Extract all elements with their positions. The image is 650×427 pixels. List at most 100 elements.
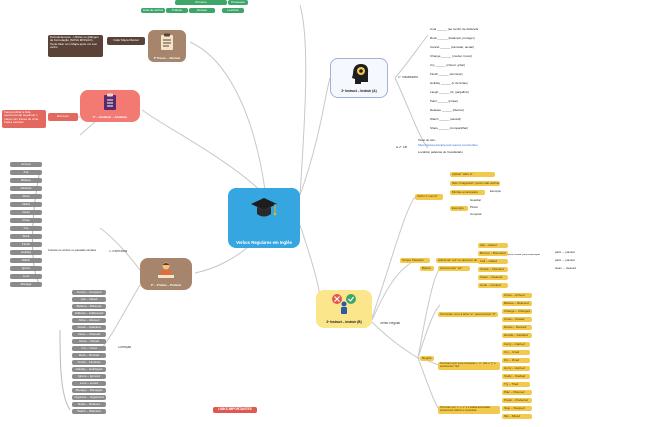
basic-verb: Ask – Asked — [478, 243, 508, 248]
verbo-f-item: Aplicar "abrir a" — [450, 172, 495, 177]
top-tag-revisar[interactable]: Revisar — [189, 8, 215, 13]
tempo-desc: Adicionar "ed" no decorrer do verbo — [436, 258, 488, 263]
e-verb: Change – Changed — [502, 309, 532, 314]
praticar-node[interactable]: 3º – Pratice – Praticar — [140, 258, 192, 290]
tempo-pair: paint → painted — [555, 259, 575, 262]
basic-verb: Check – Checked — [478, 267, 508, 272]
correcao-label: Correção — [118, 346, 132, 349]
y-verb: Cry – Cried — [502, 350, 530, 355]
termina-cvc-node: Terminam por "c, v, c" e o sílaba acentu… — [438, 406, 500, 414]
instruir-b-node[interactable]: 2º Instruct – Instruir (B) — [316, 290, 372, 328]
revisar-link[interactable]: Falar Mapa Mental — [107, 37, 145, 45]
vocab-item: Cry ______ (chorar, gritar) — [430, 64, 466, 67]
links-importantes-badge[interactable]: LINKS IMPORTANTES — [213, 407, 257, 413]
vocab-item: Change ______ (mudar, trocar) — [430, 55, 472, 58]
vocab-item: Paint ______ (pintar) — [430, 100, 459, 103]
e-verb: Decide – Decided — [502, 333, 532, 338]
exercicios-label: 1. Exercícios — [109, 250, 128, 253]
revisar-title: 5º Passo – Revisar — [153, 56, 181, 60]
exercicios-instruction: Colocar os verbos no passado simples — [48, 249, 97, 252]
correction-item: Cry – Cried — [72, 346, 106, 351]
verbo-f-item: Não "imaginário" porém são verbos — [450, 181, 500, 186]
exercise-verb: Attack — [10, 202, 42, 207]
correction-item: Manage – Managed — [72, 388, 106, 393]
instruir-a-node[interactable]: 2º Instruct – Instruir (A) — [330, 58, 388, 98]
verbo-f-node: Verbo F como? — [415, 194, 443, 200]
cvc-verb: Mix – Mixed — [502, 414, 532, 419]
exercise-verb: Love — [10, 274, 42, 279]
ler-item: Texto do site: — [418, 139, 436, 142]
verbo-f-item: Minhas enunciados — [450, 190, 485, 195]
exercise-verb: Manage — [10, 282, 42, 287]
center-node[interactable]: Verbos Regulares em Inglês — [228, 188, 300, 248]
student-study-icon — [158, 262, 174, 278]
exercise-verb: Cry — [10, 226, 42, 231]
instruir-a-title: 2º Instruct – Instruir (A) — [341, 88, 377, 93]
e-verb: Believe – Believed — [502, 301, 532, 306]
atualizar-link[interactable]: Escrever — [48, 113, 78, 121]
correction-item: Love – Loved — [72, 381, 106, 386]
revisar-note: Periodicamente - Utilizar os diálogos de… — [48, 35, 103, 57]
vocab-item: Ama ______ (ao sentir) de distância — [430, 28, 479, 31]
head-brain-icon — [352, 64, 369, 84]
atualizar-node[interactable]: 4º – Atualizar – Atualizar — [80, 90, 140, 122]
basic-verb: Cook – Cooked — [478, 283, 508, 288]
correction-item: Organize – Organized — [72, 395, 106, 400]
exemplo-item: Pintar — [470, 206, 478, 209]
top-tag-lista[interactable]: Lista de verbos — [141, 8, 165, 13]
exemplo-item: Comprar — [470, 213, 482, 216]
tempo-pair: clean → cleaned — [555, 267, 576, 270]
top-tag-lembrar[interactable]: Lembrar — [222, 8, 244, 13]
correction-item: Rock – Rocked — [72, 353, 106, 358]
regras-node: Regras — [420, 356, 434, 361]
revisar-node[interactable]: 5º Passo – Revisar — [148, 30, 186, 62]
tempo-note: Verbo Ter deve mudar para cada ação — [496, 254, 541, 256]
exercise-verb: Allow — [10, 194, 42, 199]
correction-item: Ask – Asked — [72, 297, 106, 302]
exercise-verb: Holiday — [10, 250, 42, 255]
checklist-clipboard-icon — [161, 33, 173, 50]
correction-item: Allow – Allowed — [72, 318, 106, 323]
e-verb: Arrive – Arrived — [502, 293, 532, 298]
vocab-item: Laugh ______ (rir, gargalhar) — [430, 91, 469, 94]
exemplo-item: Guardar — [470, 199, 482, 202]
e-verb: Dance – Danced — [502, 325, 532, 330]
correction-item: Clean – Cleaned — [72, 332, 106, 337]
instruir-b-title: 2º Instruct – Instruir (B) — [326, 319, 362, 324]
e-verb: Close – Closed — [502, 317, 532, 322]
vocab-item: Cancel ______ (cancelar, anular) — [430, 46, 475, 49]
basic-verb: Clean – Cleaned — [478, 275, 508, 280]
cvc-verb: Plan – Planned — [502, 390, 532, 395]
exercise-verb: Finish — [10, 242, 42, 247]
top-tag-primeiro[interactable]: Primeiro — [175, 0, 227, 5]
y-verb: Study – Studied — [502, 374, 530, 379]
correction-item: Close – Closed — [72, 339, 106, 344]
center-title: Verbos Regulares em Inglês — [236, 239, 292, 245]
atualizar-title: 4º – Atualizar – Atualizar — [92, 115, 128, 119]
correction-item: Believe – Believed — [72, 304, 106, 309]
vocab-item: Watch ______ (assistir) — [430, 118, 462, 121]
correction-item: Address – Addressed — [72, 311, 106, 316]
clipboard-list-icon — [104, 93, 116, 110]
ler-item: Localizar palavras do Vocabulário — [418, 151, 463, 154]
termina-e-node: Terminam com a letra "e", acrescentar "d… — [438, 312, 498, 317]
top-tag-praticar[interactable]: Praticar — [166, 8, 188, 13]
correction-item: Attack – Attacked — [72, 325, 106, 330]
vocab-item: Holiday ______ (ir de férias) — [430, 82, 468, 85]
ler-link[interactable]: https://www.example-text-source.com/verb… — [418, 144, 478, 147]
y-verb: Hurry – Hurried — [502, 366, 530, 371]
verbo-f-note: Exemplo — [490, 190, 501, 193]
exercise-verb: Close — [10, 218, 42, 223]
vocab-item: Rock ______ (balançar, proteger) — [430, 37, 475, 40]
tempo-pair: paint → painted — [555, 251, 575, 254]
top-tag-processar[interactable]: Processar — [228, 0, 248, 5]
verbo-regular-label: Verbo Regular — [380, 322, 401, 325]
correction-item: Ignore – Ignored — [72, 374, 106, 379]
cvc-verb: Prefer – Preferred — [502, 398, 532, 403]
graduation-cap-icon — [251, 198, 277, 217]
exercise-verb: Ask — [10, 170, 42, 175]
correction-item: Holiday – Holidayed — [72, 367, 106, 372]
exercise-verb: Rock — [10, 234, 42, 239]
exemplo-label: Exemplo — [450, 206, 468, 211]
